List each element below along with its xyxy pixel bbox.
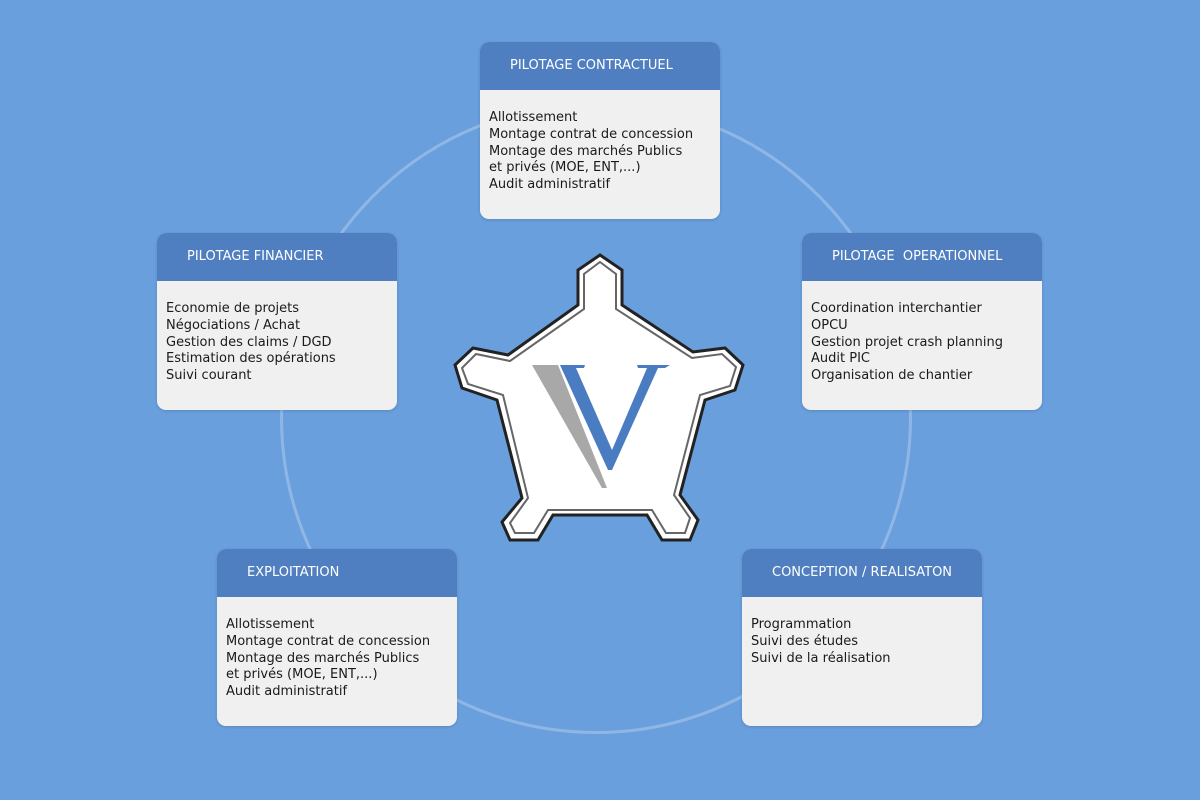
list-item: OPCU [811, 317, 848, 333]
list-item: Suivi de la réalisation [751, 650, 891, 666]
card-items: Allotissement Montage contrat de concess… [480, 90, 720, 194]
list-item: Négociations / Achat [166, 317, 301, 333]
v-fortress-logo [453, 253, 745, 542]
card-pilotage-financier: PILOTAGE FINANCIER Economie de projets N… [157, 233, 397, 410]
card-conception-realisation: CONCEPTION / REALISATON Programmation Su… [742, 549, 982, 726]
card-items: Coordination interchantier OPCU Gestion … [802, 281, 1042, 385]
list-item: Suivi courant [166, 368, 252, 384]
card-title: EXPLOITATION [217, 549, 457, 597]
list-item: Organisation de chantier [811, 368, 973, 384]
card-items: Economie de projets Négociations / Achat… [157, 281, 397, 385]
card-items: Programmation Suivi des études Suivi de … [742, 597, 982, 667]
list-item: Suivi des études [751, 633, 859, 649]
card-pilotage-operationnel: PILOTAGE OPERATIONNEL Coordination inter… [802, 233, 1042, 410]
list-item: Allotissement [489, 110, 578, 125]
list-item: Gestion projet crash planning [811, 334, 1003, 350]
list-item: Estimation des opérations [166, 351, 336, 367]
card-title: PILOTAGE FINANCIER [157, 233, 397, 281]
list-item: Audit administratif [226, 684, 348, 700]
card-title: CONCEPTION / REALISATON [742, 549, 982, 597]
card-exploitation: EXPLOITATION Allotissement Montage contr… [217, 549, 457, 726]
list-item: et privés (MOE, ENT,...) [489, 160, 641, 176]
card-title: PILOTAGE OPERATIONNEL [802, 233, 1042, 281]
card-title: PILOTAGE CONTRACTUEL [480, 42, 720, 90]
card-pilotage-contractuel: PILOTAGE CONTRACTUEL Allotissement Monta… [480, 42, 720, 219]
list-item: Coordination interchantier [811, 301, 982, 316]
list-item: Allotissement [226, 617, 315, 632]
list-item: et privés (MOE, ENT,...) [226, 667, 378, 683]
list-item: Montage des marchés Publics [226, 650, 420, 666]
list-item: Montage des marchés Publics [489, 143, 683, 159]
list-item: Montage contrat de concession [226, 633, 431, 649]
list-item: Programmation [751, 617, 852, 632]
card-items: Allotissement Montage contrat de concess… [217, 597, 457, 701]
list-item: Audit PIC [811, 351, 870, 367]
list-item: Gestion des claims / DGD [166, 334, 332, 350]
list-item: Audit administratif [489, 177, 611, 193]
list-item: Economie de projets [166, 301, 300, 316]
list-item: Montage contrat de concession [489, 126, 694, 142]
